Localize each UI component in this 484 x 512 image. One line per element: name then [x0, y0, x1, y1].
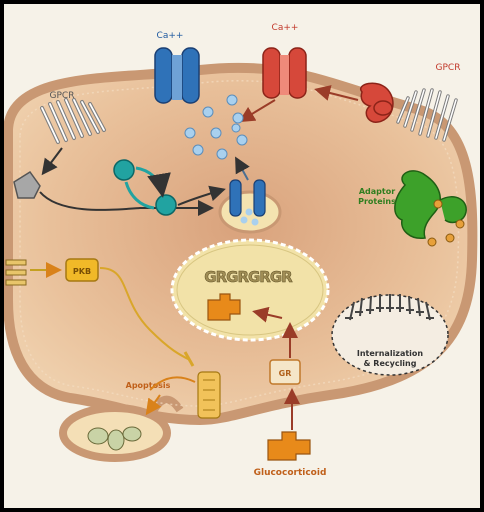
gpcr-right-label: GPCR [436, 63, 461, 73]
gpcr-right-receptor [396, 88, 458, 142]
internalization-vesicle [331, 294, 449, 376]
calcium-ions [184, 94, 248, 160]
nucleus [170, 238, 330, 342]
recycling-label: & Recycling [364, 359, 417, 368]
calcium-channel-red [262, 47, 307, 99]
g-protein-red [359, 82, 394, 123]
gpcr-left-receptor [40, 98, 106, 144]
teal-signaling-cycle [113, 159, 177, 216]
apoptosis-channel [197, 371, 221, 419]
dna-strand: GRGRGRGR [204, 268, 293, 286]
apoptotic-bodies [87, 426, 142, 451]
adaptor-label: Adaptor [359, 187, 395, 196]
gr-receptor-cytoplasm [269, 359, 301, 385]
g-protein-gray [13, 170, 41, 199]
pkb-label: PKB [73, 267, 91, 276]
internalization-label: Internalization [357, 349, 424, 358]
ca-right-label: Ca++ [272, 23, 299, 33]
apoptosis-label: Apoptosis [126, 381, 171, 390]
er-calcium-store [218, 179, 282, 234]
pkb-box [65, 258, 99, 282]
left-receptor-stub [5, 259, 27, 286]
calcium-channel-blue [154, 47, 200, 104]
gpcr-left-label: GPCR [50, 91, 75, 101]
adaptor-proteins [394, 170, 467, 247]
glucocorticoid-label: Glucocorticoid [254, 468, 327, 478]
ca-left-label: Ca++ [157, 31, 184, 41]
proteins-label: Proteins [358, 197, 396, 206]
gr-label: GR [279, 369, 292, 378]
gr-dimer-nucleus [207, 293, 241, 321]
glucocorticoid-molecule [267, 431, 311, 461]
